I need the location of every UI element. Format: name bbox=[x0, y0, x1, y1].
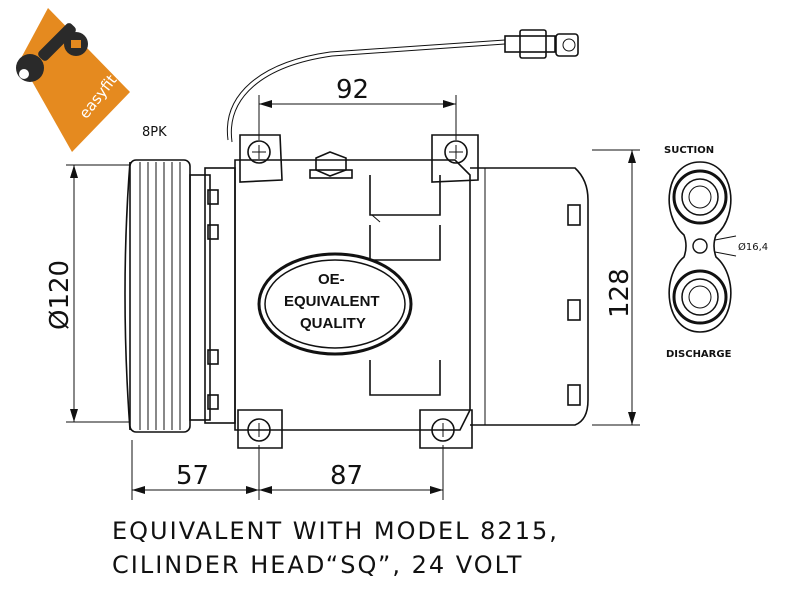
port-diameter-label: Ø16,4 bbox=[738, 241, 768, 253]
caption: EQUIVALENT WITH MODEL 8215, CILINDER HEA… bbox=[112, 514, 712, 582]
suction-label: SUCTION bbox=[664, 145, 714, 156]
discharge-label: DISCHARGE bbox=[666, 349, 732, 360]
caption-line-2: CILINDER HEAD“SQ”, 24 VOLT bbox=[112, 551, 524, 579]
wrench-icon bbox=[16, 23, 88, 82]
dimension-top-value: 92 bbox=[336, 75, 369, 105]
compressor-body bbox=[207, 134, 589, 449]
dimension-height-value: 128 bbox=[605, 268, 635, 318]
sensor-wire bbox=[226, 29, 579, 143]
oe-equivalent-seal: OE- EQUIVALENT QUALITY bbox=[257, 252, 413, 356]
caption-line-1: EQUIVALENT WITH MODEL 8215, bbox=[112, 517, 559, 545]
dimension-pulley: Ø120 bbox=[45, 164, 130, 423]
port-flange: SUCTION Ø16,4 DISCHARGE bbox=[664, 145, 768, 360]
easyfit-logo: easyfit bbox=[16, 8, 130, 152]
seal-line-3: QUALITY bbox=[300, 315, 366, 332]
dimension-bottom-left-value: 57 bbox=[176, 461, 209, 491]
dimension-bottom: 57 87 bbox=[131, 440, 444, 500]
belt-label: 8PK bbox=[142, 125, 167, 140]
dimension-height: 128 bbox=[592, 149, 640, 426]
seal-line-1: OE- bbox=[318, 271, 345, 288]
dimension-bottom-right-value: 87 bbox=[330, 461, 363, 491]
seal-line-2: EQUIVALENT bbox=[284, 293, 380, 310]
pulley bbox=[124, 159, 236, 433]
dimension-top: 92 bbox=[258, 75, 457, 140]
dimension-pulley-value: Ø120 bbox=[45, 260, 75, 330]
